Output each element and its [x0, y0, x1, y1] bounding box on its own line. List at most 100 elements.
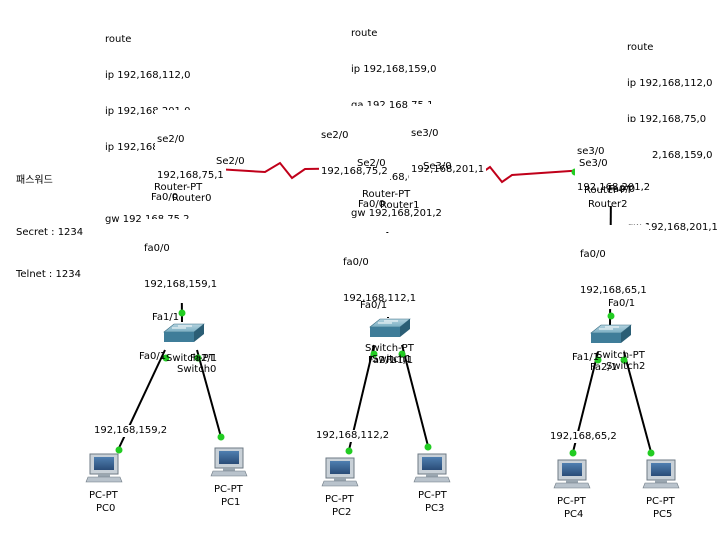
- switch-icon[interactable]: [369, 318, 411, 337]
- interface-name: se2/0: [157, 134, 185, 145]
- interface-ip: 192,168,112,1: [343, 293, 417, 304]
- pc-icon[interactable]: [642, 459, 680, 489]
- interface-note-r0-fa[interactable]: fa0/0 192,168,159,1: [142, 219, 220, 303]
- port-label: Fa2/1: [190, 353, 218, 364]
- link-light: [194, 354, 202, 362]
- link-light: [594, 356, 602, 364]
- link-light: [424, 443, 432, 451]
- link-switch2-pc5[interactable]: [623, 351, 652, 453]
- port-label: Se3/0: [423, 161, 452, 172]
- note-line: Secret : 1234: [16, 227, 84, 238]
- interface-note-r1-fa[interactable]: fa0/0 192,168,112,1: [341, 233, 419, 317]
- note-line: ip 192,168,112,0: [627, 78, 713, 89]
- device-name-label: PC2: [332, 507, 352, 518]
- note-line: route: [351, 28, 378, 39]
- interface-ip: 192,168,201,1: [411, 164, 485, 175]
- interface-note-r1-se2[interactable]: se2/0 192,168,75,2: [319, 106, 390, 190]
- device-type-label: Switch-PT: [365, 343, 414, 354]
- device-name-label: Switch2: [606, 361, 646, 372]
- password-note[interactable]: 패스워드 Secret : 1234 Telnet : 1234: [14, 146, 86, 296]
- note-line: ga 192,168,75,1: [351, 100, 434, 111]
- interface-note-r1-se3[interactable]: se3/0 192,168,201,1: [409, 104, 487, 188]
- interface-ip: 192,168,75,2: [321, 166, 388, 177]
- device-name-label: Router1: [380, 200, 420, 211]
- pc-icon[interactable]: [413, 453, 451, 483]
- port-label: Se2/0: [216, 156, 245, 167]
- note-line: ip 192,168,65,0: [105, 142, 185, 153]
- interface-note-r0-se[interactable]: se2/0 192,168,75,1: [155, 110, 226, 194]
- device-type-label: PC-PT: [325, 494, 354, 505]
- link-light: [345, 447, 353, 455]
- note-line: ip 192,168,112,0: [105, 70, 191, 81]
- link-switch0-pc1[interactable]: [196, 349, 222, 438]
- link-light: [162, 354, 170, 362]
- interface-ip: 192,168,65,1: [580, 285, 647, 296]
- interface-note-r2-fa[interactable]: fa0/0 192,168,65,1: [578, 225, 649, 309]
- port-label: Fa1/1: [152, 312, 180, 323]
- pc-ip-note-pc2[interactable]: 192,168,112,2: [314, 430, 392, 442]
- device-name-label: Switch1: [372, 354, 412, 365]
- link-light: [647, 449, 655, 457]
- pc-icon[interactable]: [553, 459, 591, 489]
- port-label: Fa1/1: [386, 355, 414, 366]
- pc-ip-note-pc0[interactable]: 192,168,159,2: [92, 425, 170, 437]
- device-name-label: Router2: [588, 199, 628, 210]
- port-label: Fa0/1: [360, 300, 388, 311]
- link-light: [115, 446, 123, 454]
- serial-link-r0-r1[interactable]: [199, 161, 371, 180]
- interface-name: fa0/0: [343, 257, 369, 268]
- device-type-label: Switch-PT: [166, 353, 215, 364]
- note-line: ip 192,168,159,0: [351, 64, 437, 75]
- interface-ip: 192,168,201,2: [577, 182, 651, 193]
- interface-note-r2-se[interactable]: se3/0 192,168,201,2: [575, 122, 653, 206]
- pc-icon[interactable]: [85, 453, 123, 483]
- switch-icon[interactable]: [163, 323, 205, 342]
- link-light: [398, 350, 406, 358]
- note-line: gw 192,168,201,2: [351, 208, 442, 219]
- interface-ip: 192,168,159,1: [144, 279, 218, 290]
- device-name-label: Router0: [172, 193, 212, 204]
- interface-name: fa0/0: [580, 249, 606, 260]
- port-label: Fa0/0: [151, 192, 179, 203]
- port-label: Fa0/1: [139, 351, 167, 362]
- port-label: Fa0/0: [608, 184, 636, 195]
- link-light: [569, 449, 577, 457]
- link-light: [620, 356, 628, 364]
- interface-name: se3/0: [411, 128, 439, 139]
- device-type-label: PC-PT: [89, 490, 118, 501]
- port-label: Fa2/1: [368, 355, 396, 366]
- device-type-label: PC-PT: [214, 484, 243, 495]
- device-type-label: Router-PT: [154, 182, 203, 193]
- device-type-label: PC-PT: [646, 496, 675, 507]
- port-label: Fa2/1: [590, 362, 618, 373]
- note-line: Telnet : 1234: [16, 269, 81, 280]
- interface-name: fa0/0: [144, 243, 170, 254]
- port-label: Fa0/1: [608, 298, 636, 309]
- pc-icon[interactable]: [210, 447, 248, 477]
- note-line: route: [627, 42, 654, 53]
- device-type-label: PC-PT: [418, 490, 447, 501]
- note-line: ip 192,168,201,0: [105, 106, 191, 117]
- pc-ip-note-pc4[interactable]: 192,168,65,2: [548, 431, 619, 443]
- port-label: Se2/0: [357, 158, 386, 169]
- device-type-label: Router-PT: [584, 185, 633, 196]
- link-light: [607, 312, 615, 320]
- pc-icon[interactable]: [321, 457, 359, 487]
- port-label: Se3/0: [579, 158, 608, 169]
- port-label: Fa0/0: [358, 199, 386, 210]
- interface-name: se3/0: [577, 146, 605, 157]
- device-name-label: PC4: [564, 509, 584, 520]
- port-label: Fa1/1: [572, 352, 600, 363]
- interface-name: se2/0: [321, 130, 349, 141]
- switch-icon[interactable]: [590, 324, 632, 343]
- device-type-label: Router-PT: [362, 189, 411, 200]
- device-type-label: Switch-PT: [596, 350, 645, 361]
- note-line: route: [105, 34, 132, 45]
- link-switch1-pc3[interactable]: [401, 344, 429, 447]
- link-light: [178, 309, 186, 317]
- device-name-label: PC3: [425, 503, 445, 514]
- link-light: [217, 433, 225, 441]
- link-light: [370, 350, 378, 358]
- device-name-label: PC0: [96, 503, 116, 514]
- device-type-label: PC-PT: [557, 496, 586, 507]
